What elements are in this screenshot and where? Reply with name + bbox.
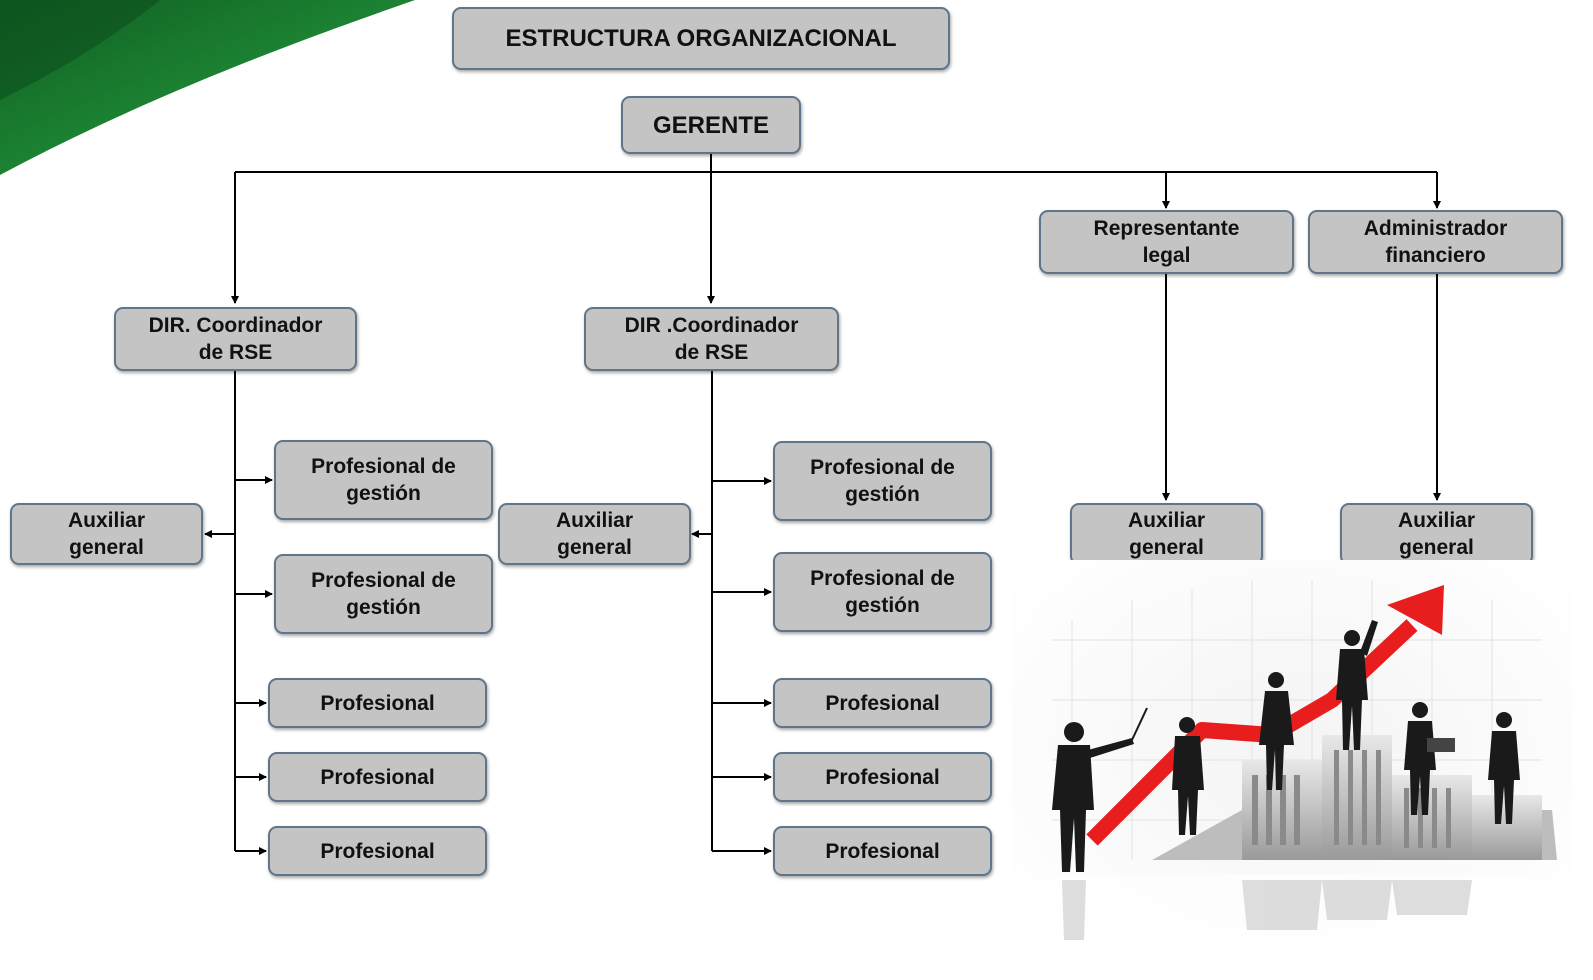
representante-auxiliar-node: Auxiliar general [1070, 503, 1263, 565]
administrador-auxiliar-node: Auxiliar general [1340, 503, 1533, 565]
middle-auxiliar-node: Auxiliar general [498, 503, 691, 565]
representante-legal-node: Representante legal [1039, 210, 1294, 274]
middle-profesional-2-node: Profesional [773, 752, 992, 802]
left-director-node: DIR. Coordinador de RSE [114, 307, 357, 371]
title-box: ESTRUCTURA ORGANIZACIONAL [452, 7, 950, 70]
administrador-financiero-node: Administrador financiero [1308, 210, 1563, 274]
business-growth-illustration [1012, 560, 1572, 978]
middle-director-node: DIR .Coordinador de RSE [584, 307, 839, 371]
left-profesional-2-node: Profesional [268, 752, 487, 802]
green-banner-decoration [0, 0, 415, 175]
gerente-node: GERENTE [621, 96, 801, 154]
middle-profesional-gestion-2-node: Profesional de gestión [773, 552, 992, 632]
left-profesional-1-node: Profesional [268, 678, 487, 728]
left-auxiliar-node: Auxiliar general [10, 503, 203, 565]
middle-profesional-1-node: Profesional [773, 678, 992, 728]
left-profesional-gestion-1-node: Profesional de gestión [274, 440, 493, 520]
left-profesional-gestion-2-node: Profesional de gestión [274, 554, 493, 634]
middle-profesional-3-node: Profesional [773, 826, 992, 876]
middle-profesional-gestion-1-node: Profesional de gestión [773, 441, 992, 521]
left-profesional-3-node: Profesional [268, 826, 487, 876]
